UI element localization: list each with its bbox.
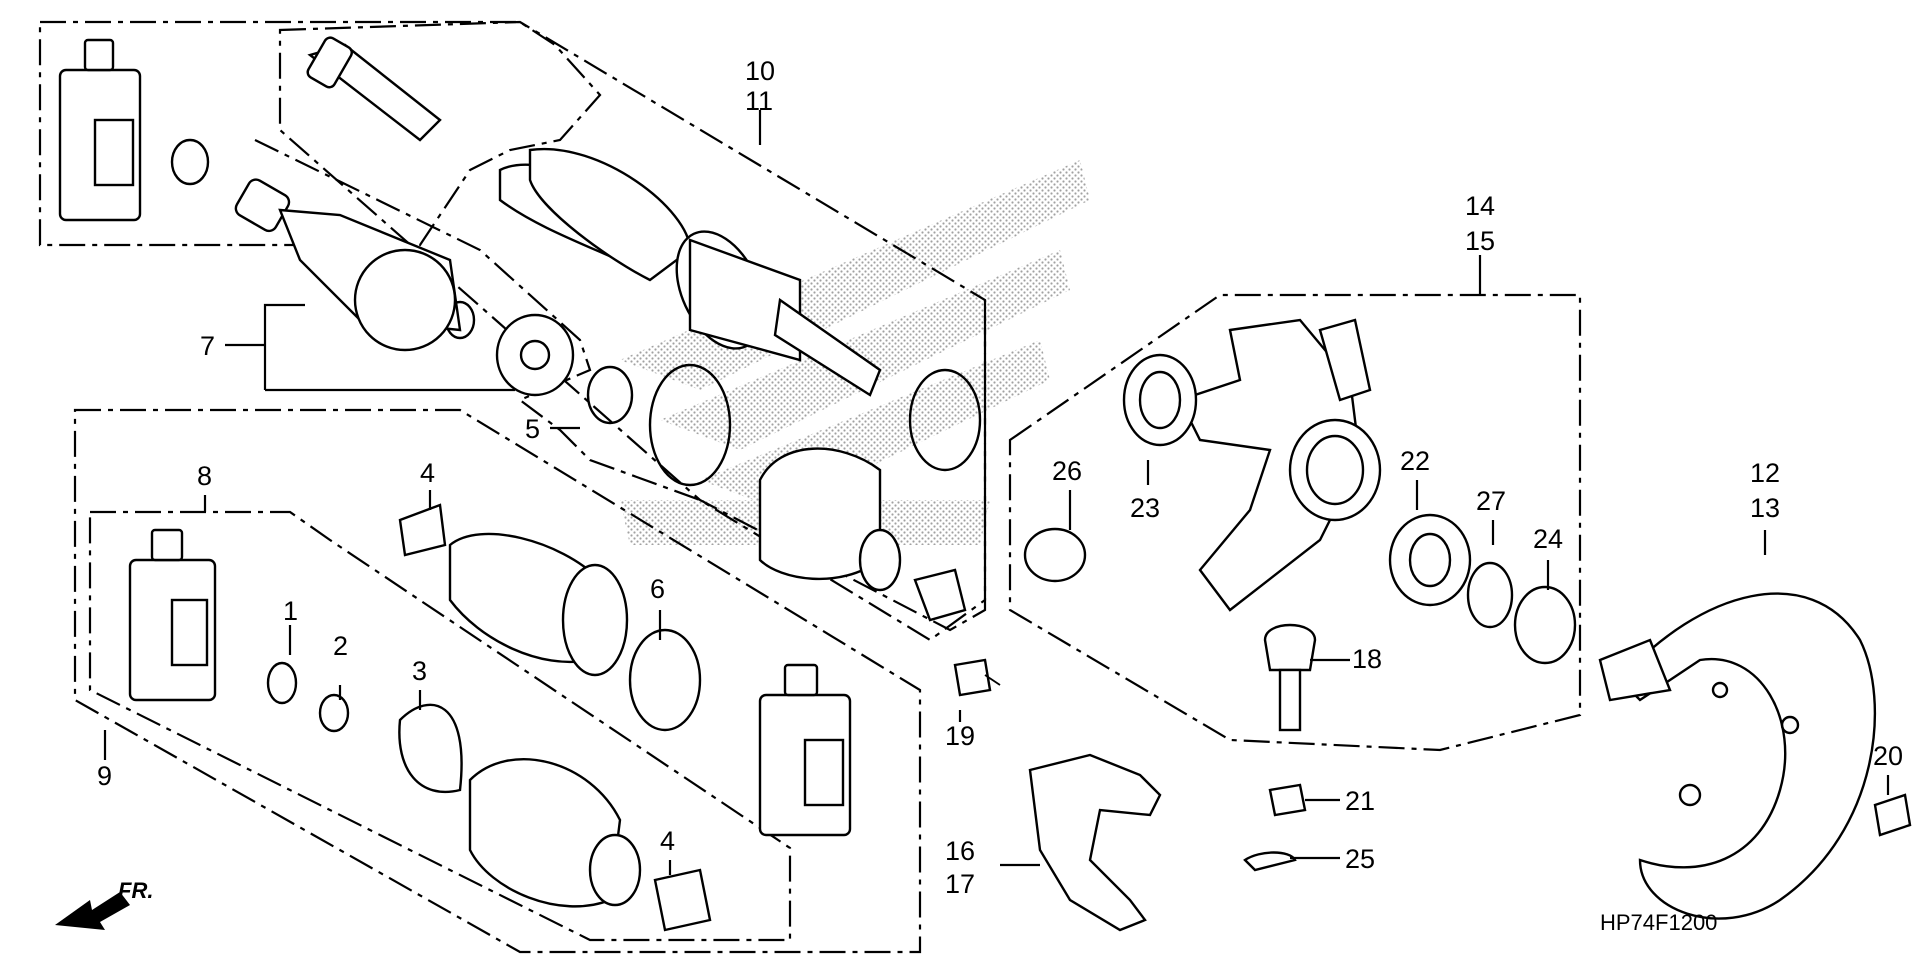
inner-cv-joint — [234, 178, 575, 397]
callout-2: 2 — [333, 631, 348, 661]
callout-12: 12 — [1750, 458, 1780, 488]
shaft-assy-box — [278, 20, 987, 632]
front-direction-arrow: FR. — [55, 878, 153, 930]
callout-25: 25 — [1345, 844, 1375, 874]
callout-19: 19 — [945, 721, 975, 751]
knuckle — [1023, 318, 1577, 732]
boot-lower — [398, 503, 712, 932]
callout-8: 8 — [197, 461, 212, 491]
callout-labels: 10 11 14 15 7 5 8 4 6 26 22 23 27 24 12 … — [97, 56, 1903, 899]
callout-15: 15 — [1465, 226, 1495, 256]
snap-rings — [170, 138, 634, 733]
callout-4-upper: 4 — [420, 458, 435, 488]
splash-guard — [1028, 753, 1162, 932]
boot-upper — [648, 363, 967, 622]
callout-26: 26 — [1052, 456, 1082, 486]
callout-14: 14 — [1465, 191, 1495, 221]
callout-4-lower: 4 — [660, 826, 675, 856]
callout-10: 10 — [745, 56, 775, 86]
callout-11: 11 — [745, 86, 773, 116]
leaders — [103, 110, 1890, 875]
callout-7: 7 — [200, 331, 215, 361]
drive-shaft — [306, 36, 982, 472]
callout-3: 3 — [412, 656, 427, 686]
left-group-box — [73, 408, 922, 954]
inner-joint-box — [254, 139, 987, 642]
direction-label: FR. — [118, 878, 153, 903]
disc-cover — [1598, 592, 1877, 920]
callout-24: 24 — [1533, 524, 1563, 554]
callout-20: 20 — [1873, 741, 1903, 771]
callout-22: 22 — [1400, 446, 1430, 476]
callout-16: 16 — [945, 836, 975, 866]
callout-13: 13 — [1750, 493, 1780, 523]
knuckle-box — [1008, 293, 1582, 752]
callout-6: 6 — [650, 574, 665, 604]
callout-27: 27 — [1476, 486, 1506, 516]
grease-bottle-1 — [58, 38, 142, 222]
callout-9: 9 — [97, 761, 112, 791]
fasteners — [953, 658, 1912, 872]
callout-18: 18 — [1352, 644, 1382, 674]
diagram-code: HP74F1200 — [1600, 910, 1717, 935]
grease-bottle-2 — [128, 528, 217, 702]
callout-1: 1 — [283, 596, 298, 626]
grease-bottle-3 — [758, 663, 852, 837]
callout-23: 23 — [1130, 493, 1160, 523]
callout-5: 5 — [525, 414, 540, 444]
callout-17: 17 — [945, 869, 975, 899]
callout-21: 21 — [1345, 786, 1375, 816]
group-boxes — [38, 20, 1582, 954]
